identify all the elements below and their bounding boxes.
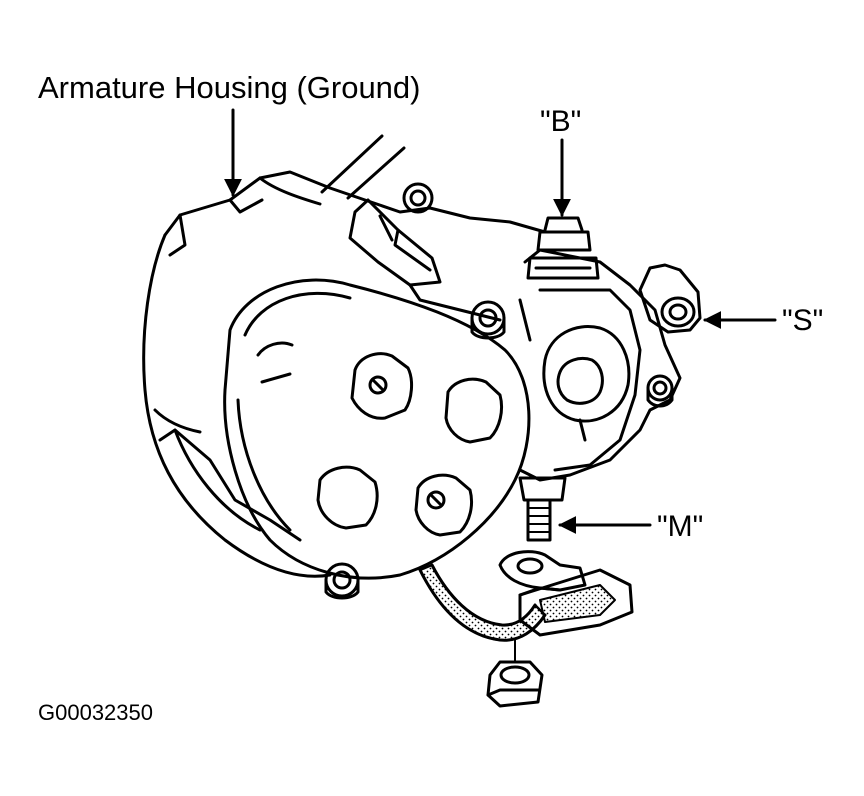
armature-housing-label: Armature Housing (Ground) — [38, 70, 421, 105]
m-terminal-label: "M" — [657, 510, 704, 543]
m-terminal-stud — [518, 476, 567, 542]
s-terminal — [638, 263, 702, 334]
figure-id-label: G00032350 — [38, 700, 153, 725]
solenoid — [518, 248, 682, 482]
callout-arrows — [224, 108, 777, 534]
drive-shaft-lines — [320, 134, 406, 200]
end-cover — [223, 278, 531, 580]
b-terminal-stud — [526, 216, 600, 280]
s-terminal-label: "S" — [782, 304, 824, 337]
b-terminal-label: "B" — [540, 105, 582, 138]
housing-bolts — [324, 182, 506, 600]
field-lead-cable — [418, 550, 634, 708]
armature-housing — [142, 170, 547, 578]
